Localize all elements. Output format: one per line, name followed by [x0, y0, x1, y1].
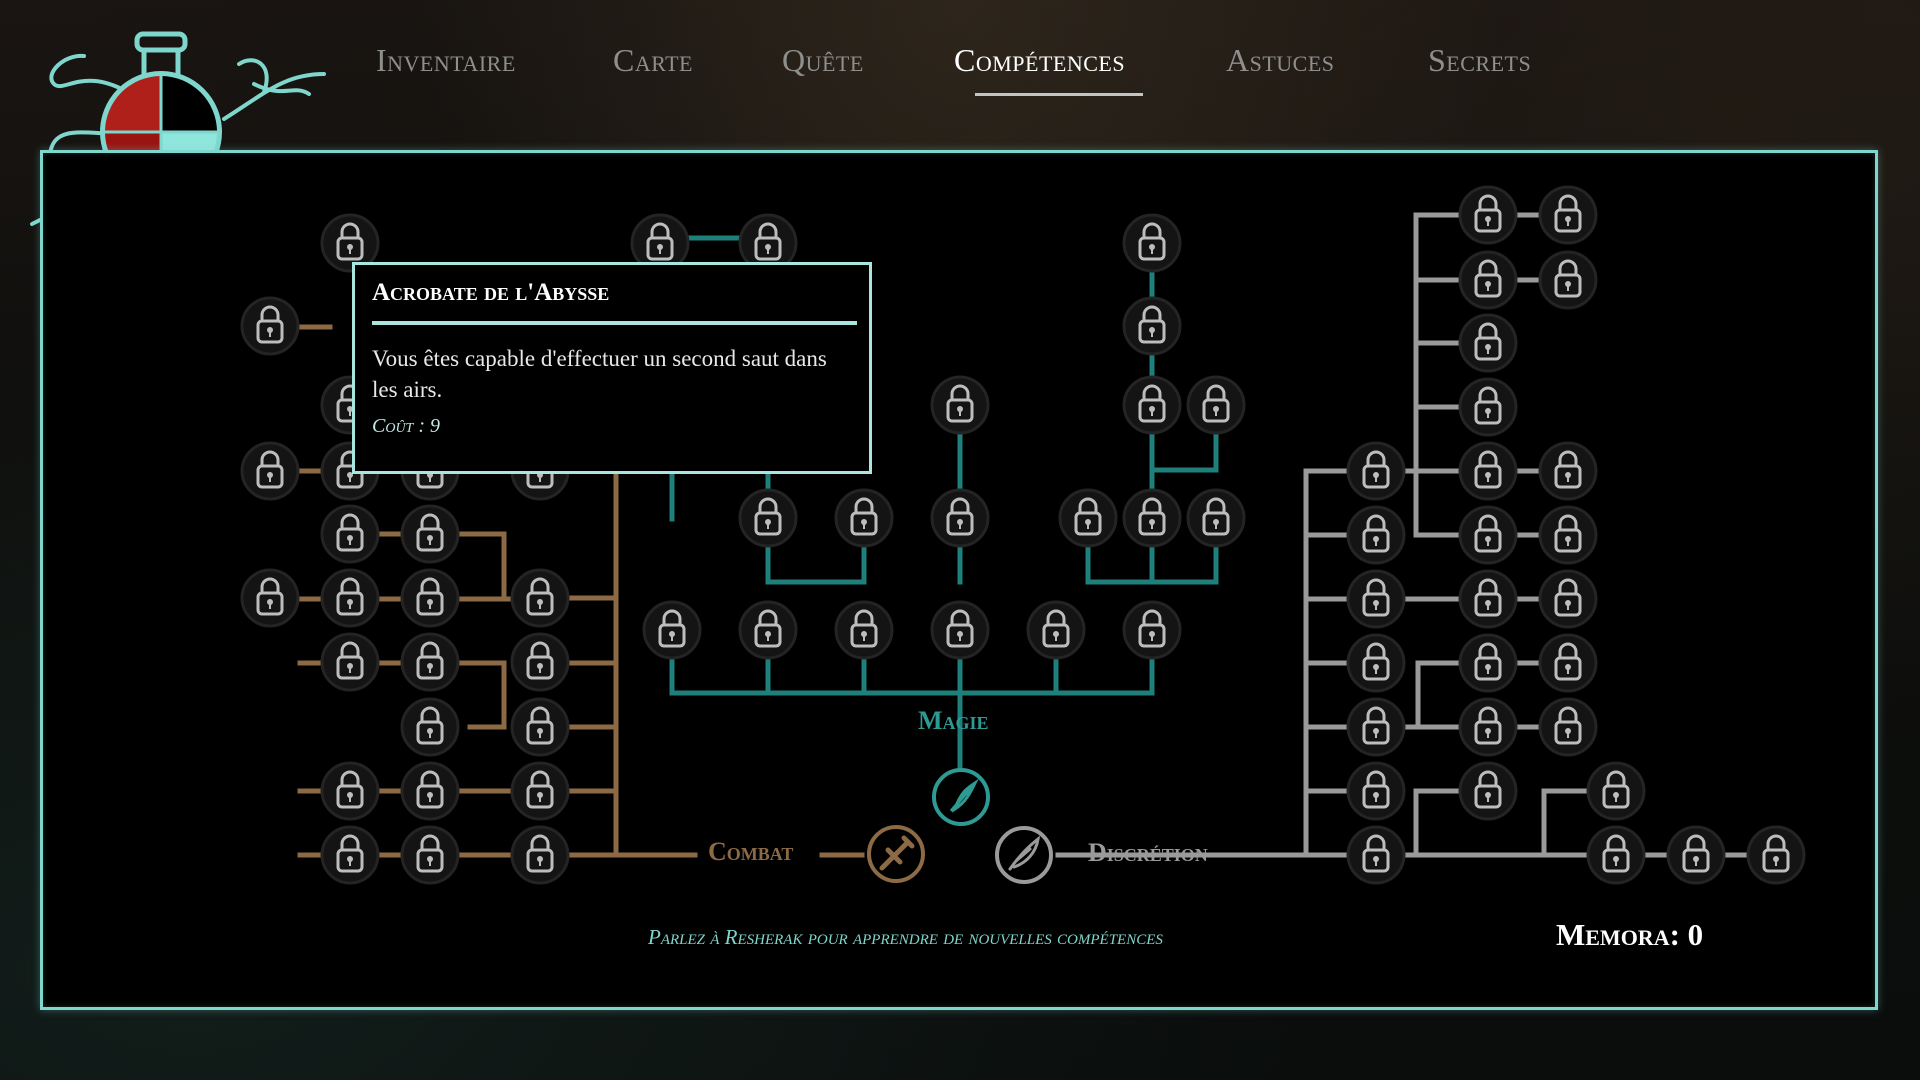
tree-label-combat: Combat [708, 837, 794, 866]
padlock-icon[interactable] [1586, 825, 1646, 885]
padlock-icon[interactable] [510, 761, 570, 821]
padlock-icon[interactable] [510, 568, 570, 628]
padlock-icon[interactable] [834, 600, 894, 660]
padlock-icon[interactable] [510, 697, 570, 757]
tooltip-divider [372, 321, 857, 325]
padlock-icon[interactable] [1458, 185, 1518, 245]
padlock-icon[interactable] [630, 213, 690, 273]
padlock-icon[interactable] [1122, 488, 1182, 548]
padlock-icon[interactable] [1538, 250, 1598, 310]
padlock-icon[interactable] [1538, 569, 1598, 629]
padlock-icon[interactable] [1122, 600, 1182, 660]
padlock-icon[interactable] [320, 568, 380, 628]
padlock-icon[interactable] [642, 600, 702, 660]
padlock-icon[interactable] [240, 568, 300, 628]
padlock-icon[interactable] [1346, 697, 1406, 757]
padlock-icon[interactable] [1122, 213, 1182, 273]
padlock-icon[interactable] [1346, 569, 1406, 629]
top-nav: Inventaire Carte Quête Compétences Astuc… [0, 0, 1920, 120]
padlock-icon[interactable] [1186, 375, 1246, 435]
tree-connector [1085, 516, 1219, 585]
tooltip-cost: Coût : 9 [372, 415, 441, 437]
padlock-icon[interactable] [1458, 377, 1518, 437]
padlock-icon[interactable] [1458, 569, 1518, 629]
padlock-icon[interactable] [1346, 505, 1406, 565]
padlock-icon[interactable] [1346, 441, 1406, 501]
padlock-icon[interactable] [930, 600, 990, 660]
padlock-icon[interactable] [834, 488, 894, 548]
tree-connector [1149, 402, 1219, 473]
padlock-icon[interactable] [400, 568, 460, 628]
padlock-icon[interactable] [1346, 825, 1406, 885]
quill-icon[interactable] [932, 768, 990, 826]
tree-label-discretion: Discrétion [1088, 838, 1208, 867]
padlock-icon[interactable] [1122, 375, 1182, 435]
padlock-icon[interactable] [400, 825, 460, 885]
padlock-icon[interactable] [1458, 441, 1518, 501]
padlock-icon[interactable] [510, 825, 570, 885]
padlock-icon[interactable] [1458, 250, 1518, 310]
padlock-icon[interactable] [320, 761, 380, 821]
padlock-icon[interactable] [930, 488, 990, 548]
padlock-icon[interactable] [1538, 441, 1598, 501]
tab-astuces[interactable]: Astuces [1226, 42, 1335, 78]
padlock-icon[interactable] [1186, 488, 1246, 548]
padlock-icon[interactable] [1458, 505, 1518, 565]
padlock-icon[interactable] [400, 761, 460, 821]
padlock-icon[interactable] [738, 600, 798, 660]
padlock-icon[interactable] [240, 296, 300, 356]
padlock-icon[interactable] [320, 504, 380, 564]
padlock-icon[interactable] [1586, 761, 1646, 821]
padlock-icon[interactable] [1458, 633, 1518, 693]
padlock-icon[interactable] [400, 632, 460, 692]
padlock-icon[interactable] [510, 632, 570, 692]
padlock-icon[interactable] [1746, 825, 1806, 885]
padlock-icon[interactable] [1122, 296, 1182, 356]
padlock-icon[interactable] [738, 488, 798, 548]
padlock-icon[interactable] [1458, 697, 1518, 757]
tab-inventaire[interactable]: Inventaire [376, 42, 516, 78]
tab-secrets[interactable]: Secrets [1428, 42, 1532, 78]
hint-text: Parlez à Resherak pour apprendre de nouv… [648, 925, 1163, 949]
padlock-icon[interactable] [1058, 488, 1118, 548]
tooltip-title: Acrobate de l'Abysse [372, 279, 610, 306]
padlock-icon[interactable] [1346, 761, 1406, 821]
padlock-icon[interactable] [400, 697, 460, 757]
tree-connector [613, 472, 698, 858]
sword-icon[interactable] [867, 825, 925, 883]
padlock-icon[interactable] [1538, 697, 1598, 757]
memora-counter: Memora: 0 [1556, 917, 1704, 952]
tooltip-description: Vous êtes capable d'effectuer un second … [372, 346, 827, 402]
padlock-icon[interactable] [320, 632, 380, 692]
active-tab-underline [975, 93, 1143, 96]
skill-tooltip: Acrobate de l'Abysse Vous êtes capable d… [352, 262, 872, 474]
padlock-icon[interactable] [1026, 600, 1086, 660]
padlock-icon[interactable] [1538, 185, 1598, 245]
padlock-icon[interactable] [1666, 825, 1726, 885]
padlock-icon[interactable] [1538, 505, 1598, 565]
tree-nodes [240, 185, 1806, 885]
tab-carte[interactable]: Carte [613, 42, 693, 78]
padlock-icon[interactable] [930, 375, 990, 435]
tree-label-magie: Magie [918, 706, 989, 735]
tab-competences[interactable]: Compétences [954, 42, 1126, 78]
padlock-icon[interactable] [1458, 313, 1518, 373]
padlock-icon[interactable] [320, 213, 380, 273]
padlock-icon[interactable] [1346, 633, 1406, 693]
padlock-icon[interactable] [400, 504, 460, 564]
padlock-icon[interactable] [240, 441, 300, 501]
padlock-icon[interactable] [320, 825, 380, 885]
tab-quete[interactable]: Quête [782, 42, 864, 78]
feather-icon[interactable] [995, 826, 1053, 884]
padlock-icon[interactable] [1458, 761, 1518, 821]
padlock-icon[interactable] [1538, 633, 1598, 693]
